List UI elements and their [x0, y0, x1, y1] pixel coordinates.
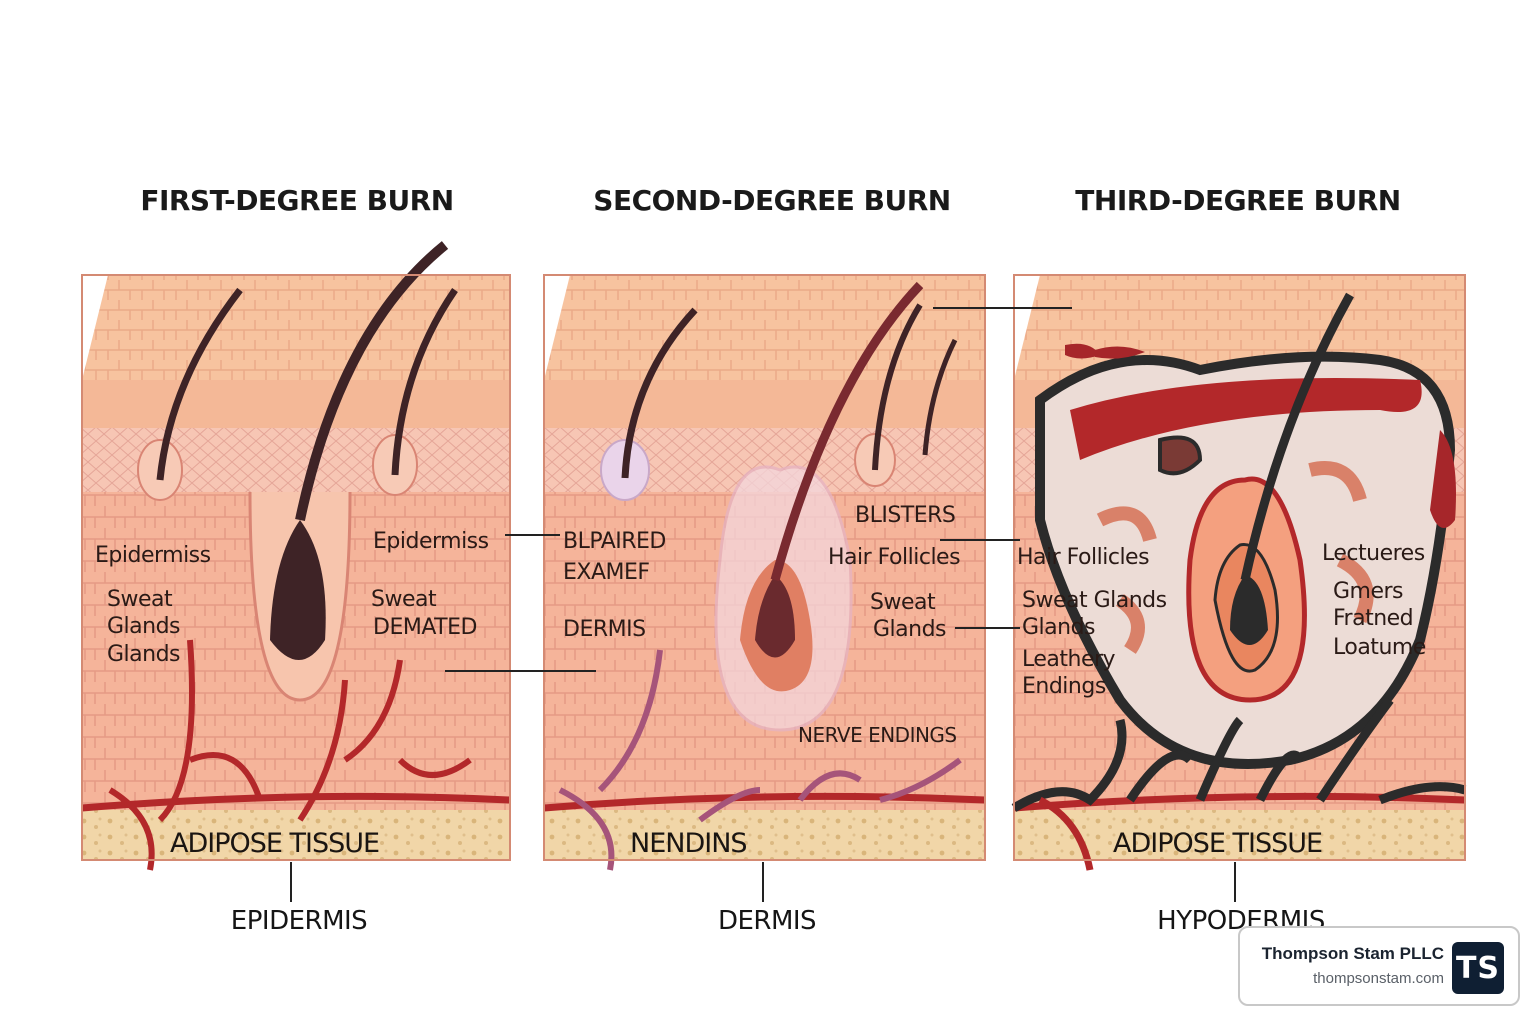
label-examef: EXAMEF	[563, 560, 650, 585]
label-glands-mid: Glands	[873, 617, 947, 642]
label-demated: DEMATED	[373, 615, 477, 640]
label-dermis-mid: DERMIS	[563, 617, 646, 642]
label-sweat-mid: Sweat	[870, 590, 936, 615]
label-lectueres: Lectueres	[1322, 541, 1425, 566]
label-sweat-glands-right: Sweat Glands	[1022, 588, 1167, 613]
second-degree-skin-block	[543, 274, 986, 871]
label-nerve-endings: NERVE ENDINGS	[798, 723, 957, 747]
label-endings: Endings	[1022, 674, 1106, 699]
label-hair-follicles-right: Hair Follicles	[1017, 545, 1150, 570]
label-hair-follicles-mid: Hair Follicles	[828, 545, 961, 570]
leader-lines	[290, 307, 1236, 902]
label-blpaired: BLPAIRED	[563, 529, 666, 554]
first-degree-title: FIRST-DEGREE BURN	[140, 184, 454, 217]
third-degree-skin-block	[1011, 274, 1467, 871]
label-adipose-first: ADIPOSE TISSUE	[170, 828, 380, 859]
label-glands-left: Glands	[107, 614, 181, 639]
third-degree-title: THIRD-DEGREE BURN	[1075, 184, 1401, 217]
brand-badge[interactable]: Thompson Stam PLLC thompsonstam.com TS	[1238, 926, 1520, 1006]
label-fratned: Fratned	[1333, 606, 1414, 631]
label-sweat-left: Sweat	[107, 587, 173, 612]
label-gmers: Gmers	[1333, 579, 1404, 604]
label-glands-left-2: Glands	[107, 642, 181, 667]
brand-url[interactable]: thompsonstam.com	[1313, 970, 1444, 987]
label-blisters: BLISTERS	[855, 503, 956, 528]
bottom-label-epidermis: EPIDERMIS	[230, 906, 368, 936]
label-adipose-third: ADIPOSE TISSUE	[1113, 828, 1323, 859]
first-degree-skin-block	[81, 241, 511, 871]
second-degree-title: SECOND-DEGREE BURN	[593, 184, 951, 217]
brand-logo: TS	[1452, 942, 1504, 994]
label-epidermis-right: Epidermiss	[373, 529, 489, 554]
label-epidermis-left: Epidermiss	[95, 543, 211, 568]
label-loatume: Loatume	[1333, 635, 1426, 660]
label-nendins: NENDINS	[630, 828, 748, 859]
label-leathery: Leathery	[1022, 647, 1116, 672]
label-sweat-right: Sweat	[371, 587, 437, 612]
bottom-label-dermis: DERMIS	[717, 906, 817, 936]
label-glands-right: Glands	[1022, 615, 1096, 640]
brand-name: Thompson Stam PLLC	[1261, 944, 1444, 963]
